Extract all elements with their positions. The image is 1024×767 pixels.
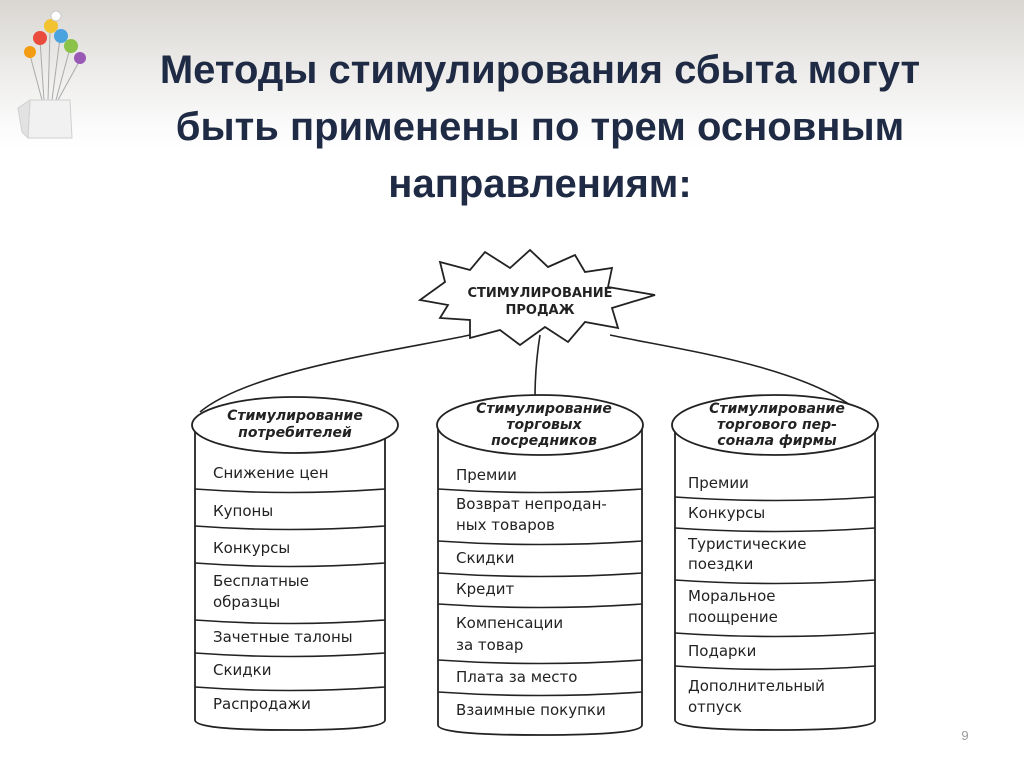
column-heading: Стимулирование (476, 401, 612, 417)
cylinder-body (194, 425, 386, 731)
column-item: Плата за место (456, 668, 577, 686)
cylinder-body (437, 425, 643, 736)
root-label: ПРОДАЖ (505, 303, 574, 318)
column-heading: торговых (506, 417, 582, 433)
cylinder-top (191, 396, 399, 454)
column-heading: Стимулирование (227, 408, 363, 424)
header-band (0, 0, 1024, 150)
column-item: Возврат непродан- (456, 495, 607, 513)
column-item: Компенсации (456, 614, 563, 632)
title-line: направлениям: (388, 162, 692, 206)
root-starburst (417, 248, 656, 347)
column-heading: посредников (491, 433, 597, 449)
page-number: 9 (961, 728, 969, 743)
column-item: Туристические (687, 535, 806, 553)
column-item: Кредит (456, 580, 515, 598)
connector-line (609, 334, 861, 413)
row-dividers (674, 496, 876, 671)
column-heading: торгового пер- (717, 417, 837, 433)
column-item: Подарки (688, 642, 756, 660)
root-label: СТИМУЛИРОВАНИЕ (467, 286, 612, 301)
column-item: за товар (456, 636, 523, 654)
cylinder-top (436, 394, 644, 456)
row-dividers (437, 488, 643, 697)
column-consumers: Стимулирование потребителей Снижение цен… (191, 396, 399, 731)
column-item: Конкурсы (688, 504, 765, 522)
column-item: Премии (688, 474, 749, 492)
column-item: поездки (688, 555, 753, 573)
column-item: Распродажи (213, 695, 311, 713)
column-item: Моральное (688, 587, 775, 605)
column-item: ных товаров (456, 516, 555, 534)
connector-lines (199, 334, 861, 413)
column-sales-staff: Стимулирование торгового пер- сонала фир… (671, 394, 879, 731)
cylinder-top (671, 394, 879, 456)
column-heading: потребителей (238, 425, 352, 441)
column-item: отпуск (688, 698, 742, 716)
column-item: Снижение цен (213, 464, 329, 482)
row-dividers (194, 488, 386, 692)
column-item: Премии (456, 466, 517, 484)
column-item: Дополнительный (688, 677, 825, 695)
title-line: быть применены по трем основным (175, 105, 905, 149)
connector-line (199, 334, 471, 413)
column-item: Конкурсы (213, 539, 290, 557)
column-item: Купоны (213, 502, 273, 520)
column-item: Скидки (213, 661, 271, 679)
column-item: Зачетные талоны (213, 628, 353, 646)
column-item: Взаимные покупки (456, 701, 606, 719)
title-line: Методы стимулирования сбыта могут (159, 48, 921, 92)
column-item: Бесплатные (213, 572, 309, 590)
cylinder-body (674, 425, 876, 731)
lightbulb-balloons-icon (17, 10, 86, 140)
column-heading: Стимулирование (709, 401, 845, 417)
connector-line (534, 334, 541, 399)
column-intermediaries: Стимулирование торговых посредников Прем… (436, 394, 644, 736)
slide-title: Методы стимулирования сбыта могут быть п… (100, 42, 980, 213)
column-item: поощрение (688, 608, 778, 626)
column-heading: сонала фирмы (717, 433, 837, 449)
column-item: образцы (213, 593, 280, 611)
column-item: Скидки (456, 549, 514, 567)
